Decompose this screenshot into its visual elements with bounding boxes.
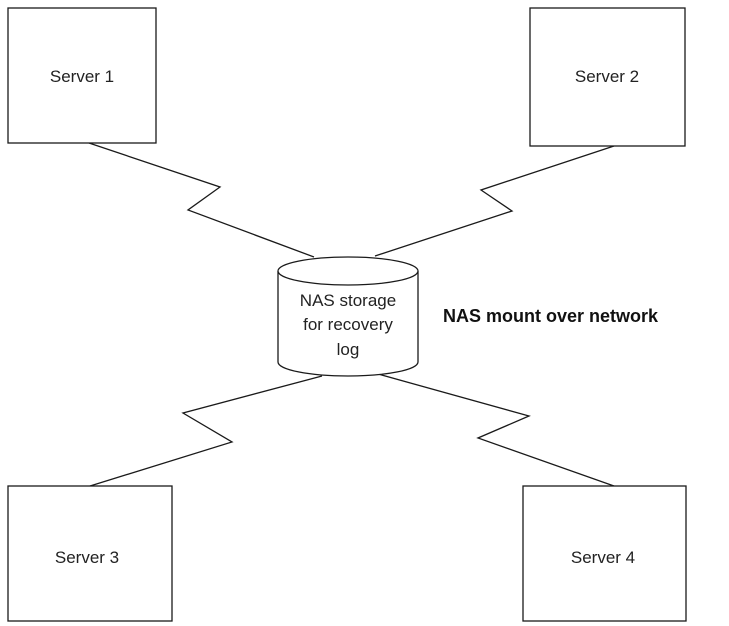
link-server-3 bbox=[89, 375, 323, 487]
server-2-node: Server 2 bbox=[529, 7, 686, 147]
server-4-node: Server 4 bbox=[522, 485, 687, 622]
cylinder-body bbox=[277, 271, 419, 377]
cylinder-top bbox=[277, 256, 419, 286]
server-2-label: Server 2 bbox=[575, 67, 639, 86]
server-1-label: Server 1 bbox=[50, 67, 114, 86]
link-server-2 bbox=[374, 145, 615, 257]
server-3-node: Server 3 bbox=[7, 485, 173, 622]
network-caption: NAS mount over network bbox=[443, 306, 659, 326]
nas-storage-cylinder: NAS storage for recovery log bbox=[277, 256, 419, 377]
server-3-label: Server 3 bbox=[55, 548, 119, 567]
link-server-4 bbox=[377, 373, 615, 487]
server-4-label: Server 4 bbox=[571, 548, 635, 567]
storage-label-line-1: NAS storage bbox=[300, 291, 396, 310]
storage-label-line-3: log bbox=[337, 340, 360, 359]
server-1-node: Server 1 bbox=[7, 7, 157, 144]
storage-label-line-2: for recovery bbox=[303, 315, 393, 334]
link-server-1 bbox=[88, 142, 315, 258]
